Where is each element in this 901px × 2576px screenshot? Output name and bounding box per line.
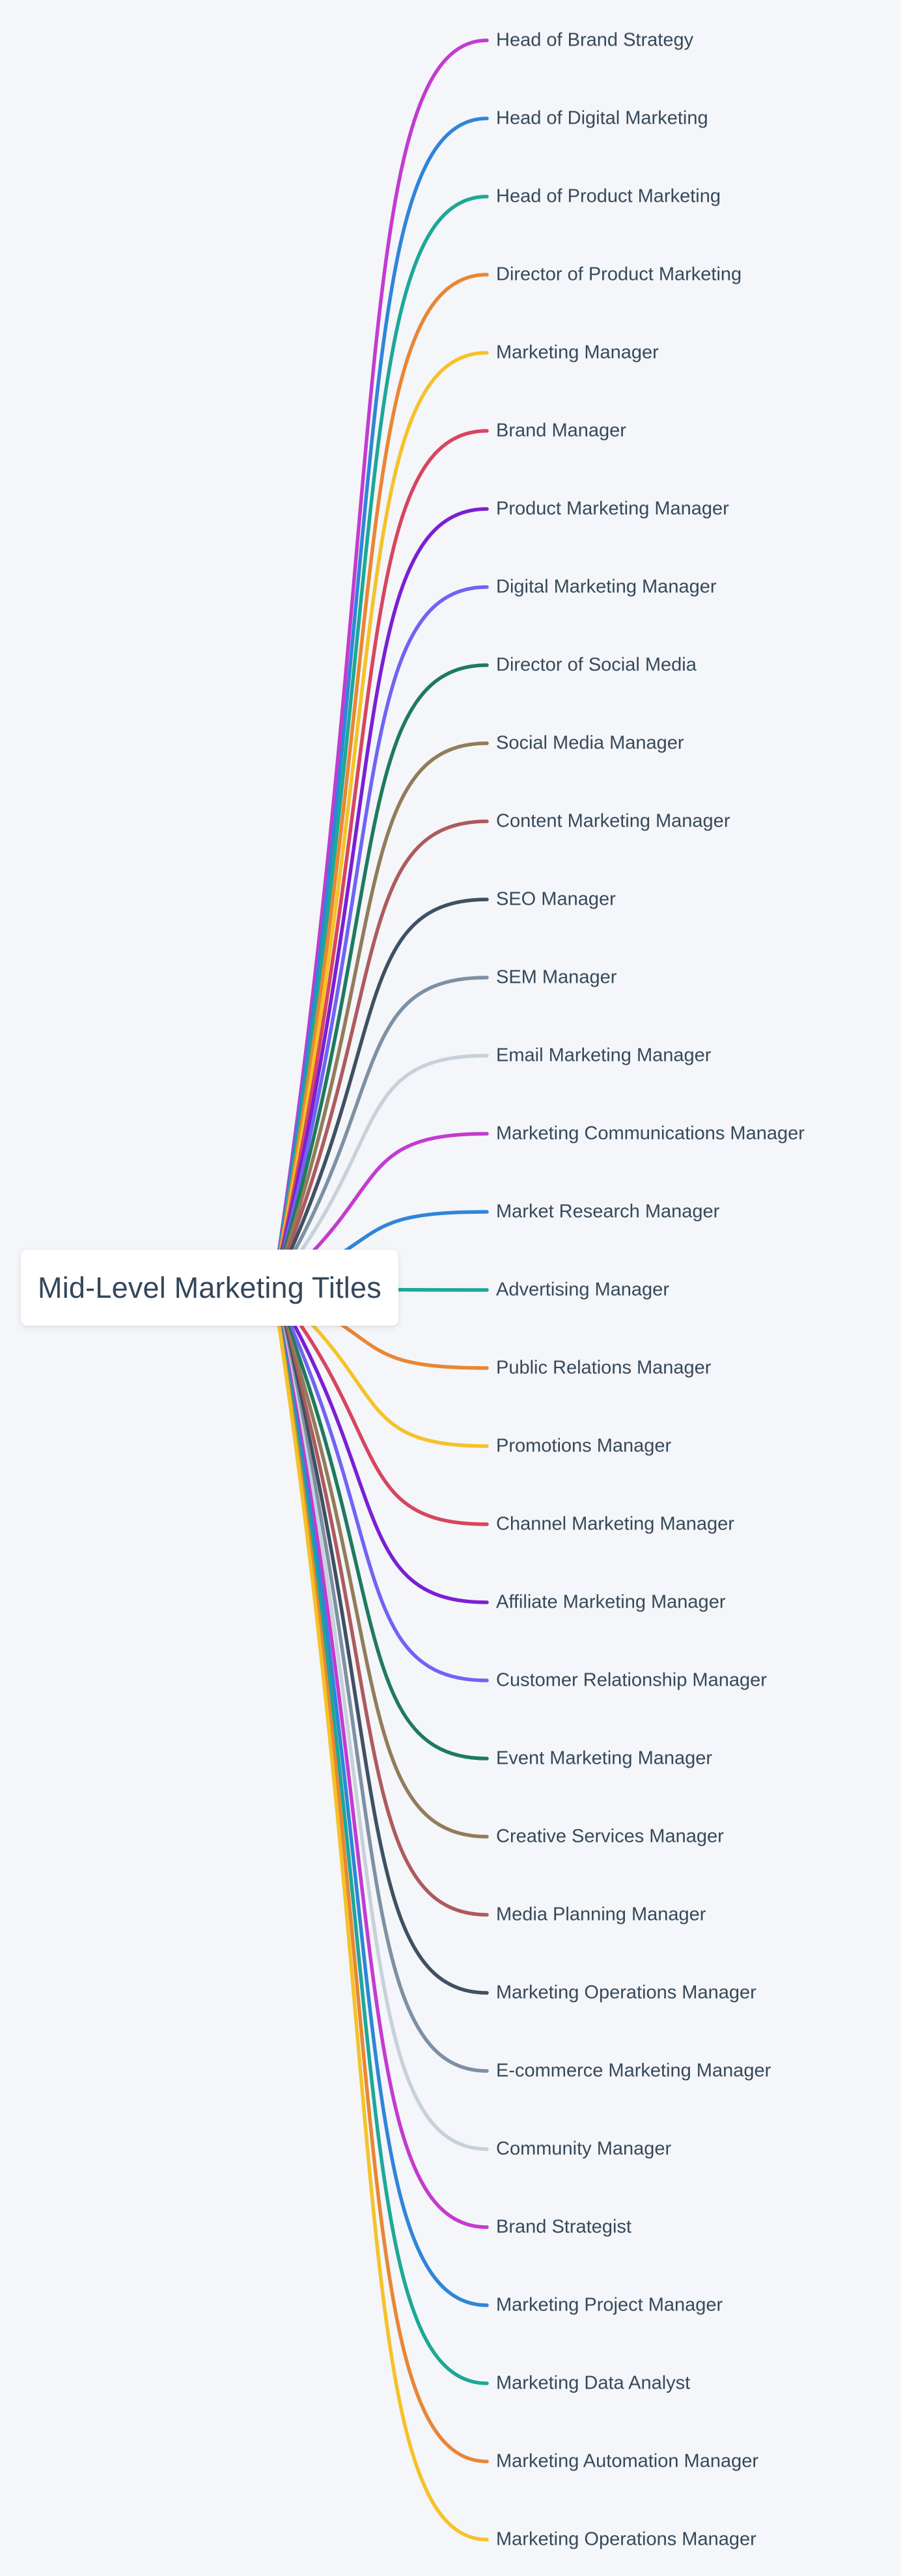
branch-node[interactable]: Event Marketing Manager bbox=[496, 1747, 713, 1769]
root-node-label: Mid-Level Marketing Titles bbox=[38, 1270, 381, 1304]
branch-curve bbox=[271, 976, 489, 1290]
branch-node[interactable]: Head of Brand Strategy bbox=[496, 29, 694, 51]
branch-node[interactable]: Advertising Manager bbox=[496, 1279, 669, 1300]
branch-node[interactable]: Marketing Automation Manager bbox=[496, 2450, 758, 2472]
branch-curve bbox=[271, 195, 489, 1290]
branch-curve bbox=[271, 819, 489, 1290]
branch-node[interactable]: Media Planning Manager bbox=[496, 1904, 706, 1925]
branch-node[interactable]: Affiliate Marketing Manager bbox=[496, 1591, 726, 1613]
branch-node[interactable]: Social Media Manager bbox=[496, 732, 684, 754]
branch-node[interactable]: Market Research Manager bbox=[496, 1201, 720, 1222]
branch-node[interactable]: Director of Social Media bbox=[496, 654, 697, 676]
branch-node[interactable]: Creative Services Manager bbox=[496, 1826, 724, 1847]
branch-node[interactable]: Marketing Operations Manager bbox=[496, 1982, 756, 2003]
branch-curve bbox=[271, 351, 489, 1290]
branch-curve bbox=[271, 1286, 489, 2542]
branch-node[interactable]: Marketing Manager bbox=[496, 342, 659, 363]
branch-curve bbox=[271, 116, 489, 1290]
branch-curve bbox=[271, 1286, 489, 2385]
branch-node[interactable]: Marketing Communications Manager bbox=[496, 1123, 805, 1144]
branch-node[interactable]: E-commerce Marketing Manager bbox=[496, 2060, 771, 2081]
branch-curve bbox=[271, 1286, 489, 2229]
branch-curve bbox=[271, 38, 489, 1290]
branch-node[interactable]: Head of Digital Marketing bbox=[496, 107, 708, 129]
branch-node[interactable]: Marketing Operations Manager bbox=[496, 2528, 756, 2550]
branch-curve bbox=[271, 1286, 489, 2307]
branch-node[interactable]: Brand Strategist bbox=[496, 2216, 631, 2238]
branch-curve bbox=[271, 429, 489, 1290]
branch-node[interactable]: SEM Manager bbox=[496, 966, 617, 988]
branch-node[interactable]: Product Marketing Manager bbox=[496, 498, 729, 519]
branch-node[interactable]: Channel Marketing Manager bbox=[496, 1513, 734, 1535]
branch-curve bbox=[271, 1286, 489, 1604]
branch-curve bbox=[271, 1286, 489, 2151]
branch-node[interactable]: Community Manager bbox=[496, 2138, 672, 2159]
branch-curve bbox=[271, 1286, 489, 1839]
branch-node[interactable]: Email Marketing Manager bbox=[496, 1045, 712, 1066]
branch-curve bbox=[271, 663, 489, 1290]
branch-curve bbox=[271, 1286, 489, 2463]
branch-curve bbox=[271, 741, 489, 1290]
branch-curve bbox=[271, 1286, 489, 1995]
branch-node[interactable]: Customer Relationship Manager bbox=[496, 1669, 767, 1691]
branch-curve bbox=[271, 507, 489, 1290]
branch-curve bbox=[271, 1286, 489, 1682]
branch-curve bbox=[271, 1286, 489, 2073]
branch-node[interactable]: Content Marketing Manager bbox=[496, 810, 730, 832]
branch-node[interactable]: Promotions Manager bbox=[496, 1435, 672, 1457]
root-node[interactable]: Mid-Level Marketing Titles bbox=[21, 1250, 398, 1326]
branch-node[interactable]: Public Relations Manager bbox=[496, 1357, 712, 1378]
branch-curve bbox=[271, 1286, 489, 1761]
branch-node[interactable]: Head of Product Marketing bbox=[496, 185, 721, 207]
branch-curve bbox=[271, 585, 489, 1290]
branch-node[interactable]: Director of Product Marketing bbox=[496, 264, 742, 285]
branch-curve bbox=[271, 897, 489, 1290]
branch-node[interactable]: Marketing Project Manager bbox=[496, 2294, 723, 2316]
branch-node[interactable]: Digital Marketing Manager bbox=[496, 576, 717, 597]
branch-node[interactable]: SEO Manager bbox=[496, 888, 616, 910]
branch-curve bbox=[271, 1286, 489, 1917]
branch-node[interactable]: Brand Manager bbox=[496, 420, 626, 441]
branch-curve bbox=[271, 273, 489, 1290]
branch-node[interactable]: Marketing Data Analyst bbox=[496, 2372, 691, 2394]
